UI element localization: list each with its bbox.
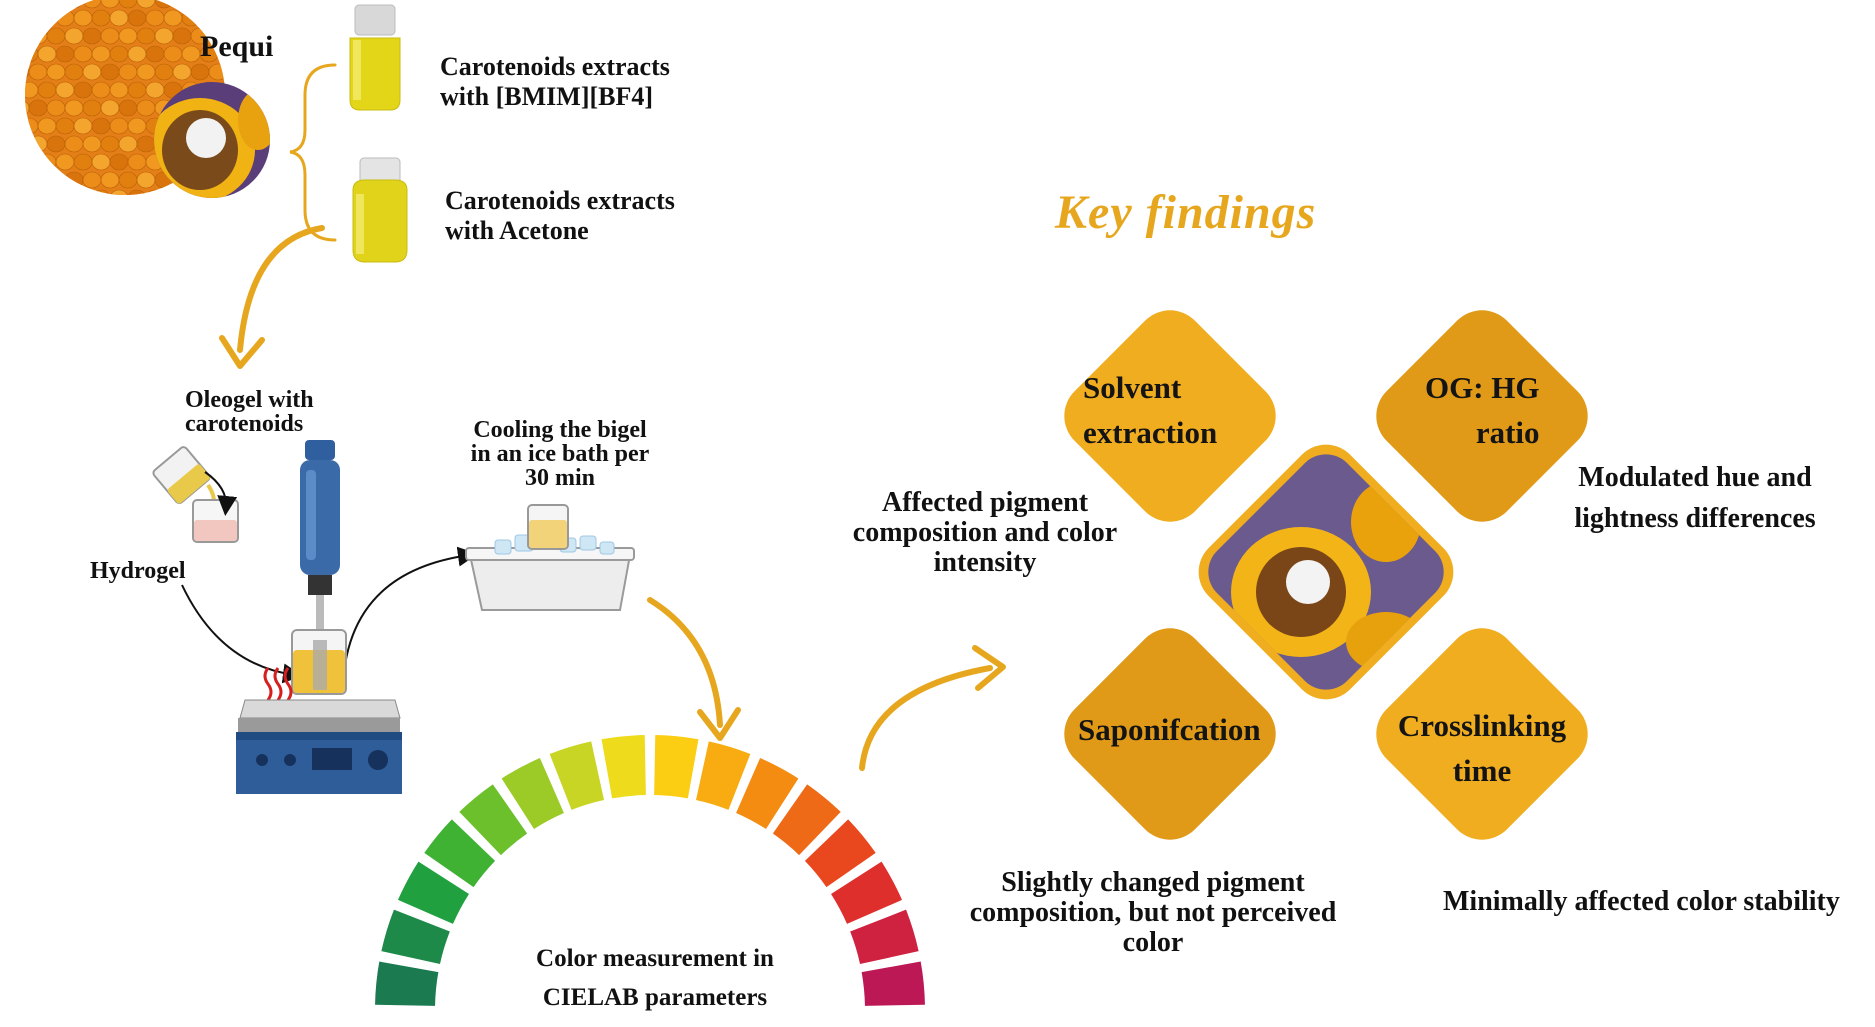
center-pequi-image xyxy=(1195,441,1457,703)
brace xyxy=(289,63,337,242)
ice-bath xyxy=(465,504,635,611)
extract-ionic-liquid-label: Carotenoids extracts with [BMIM][BF4] xyxy=(440,52,670,111)
hot-plate xyxy=(236,699,402,794)
hydrogel-beaker xyxy=(192,499,239,543)
gauge-segment xyxy=(772,784,841,856)
diamond-crosslinking-time xyxy=(1376,628,1588,840)
gauge-segment xyxy=(424,819,496,888)
mixing-beaker xyxy=(291,629,347,695)
factor-saponification-label: Saponifcation xyxy=(1078,712,1261,747)
flow-arrow-color-to-findings xyxy=(859,645,1006,771)
arrow-mixer-to-icebath xyxy=(344,546,478,666)
finding-saponification: Slightly changed pigment composition, bu… xyxy=(969,867,1337,959)
arrow-pour xyxy=(204,471,238,516)
pequi-label: Pequi xyxy=(200,30,274,63)
gauge-segment xyxy=(381,909,450,965)
key-findings-title: Key findings xyxy=(1055,186,1317,239)
cooling-label: Cooling the bigel in an ice bath per 30 … xyxy=(470,417,650,491)
gauge-segment xyxy=(549,741,605,810)
gauge-segment xyxy=(459,784,528,856)
diamond-solvent-extraction xyxy=(1064,310,1276,522)
gauge-segment xyxy=(695,741,751,810)
gauge-segment xyxy=(861,961,925,1006)
heat-icon xyxy=(263,667,293,701)
hydrogel-label: Hydrogel xyxy=(90,558,186,584)
pouring-beaker xyxy=(152,446,217,506)
finding-crosslinking-time: Minimally affected color stability xyxy=(1443,886,1840,917)
gauge-segment xyxy=(831,861,902,924)
color-measurement-label: Color measurement in CIELAB parameters xyxy=(536,945,774,1011)
gauge-segment xyxy=(804,819,876,888)
gauge-segment xyxy=(501,758,564,829)
finding-og-hg-ratio: Modulated hue and lightness differences xyxy=(1574,462,1816,534)
flow-arrow-bigel-to-color xyxy=(647,597,741,741)
gauge-segment xyxy=(736,758,799,829)
factor-solvent-extraction-label: Solvent extraction xyxy=(1083,370,1218,450)
oleogel-label: Oleogel with carotenoids xyxy=(185,387,314,437)
vial-acetone xyxy=(352,157,408,263)
factor-crosslinking-time-label: Crosslinking time xyxy=(1397,708,1567,788)
diamond-saponification xyxy=(1064,628,1276,840)
diamond-og-hg-ratio xyxy=(1376,310,1588,522)
flow-arrow-extracts-to-oleogel xyxy=(219,225,325,369)
gauge-segment xyxy=(375,961,439,1006)
extract-acetone-label: Carotenoids extracts with Acetone xyxy=(445,186,675,245)
arrow-hydrogel-to-mixer xyxy=(181,584,303,684)
gauge-segment xyxy=(850,909,919,965)
gauge-segment xyxy=(398,861,469,924)
vial-ionic-liquid xyxy=(349,4,401,111)
gauge-segment xyxy=(601,735,646,799)
cielab-gauge xyxy=(375,735,925,1006)
finding-solvent-extraction: Affected pigment composition and color i… xyxy=(852,487,1118,579)
gauge-segment xyxy=(654,735,699,799)
factor-og-hg-ratio-label: OG: HG ratio xyxy=(1425,370,1540,450)
